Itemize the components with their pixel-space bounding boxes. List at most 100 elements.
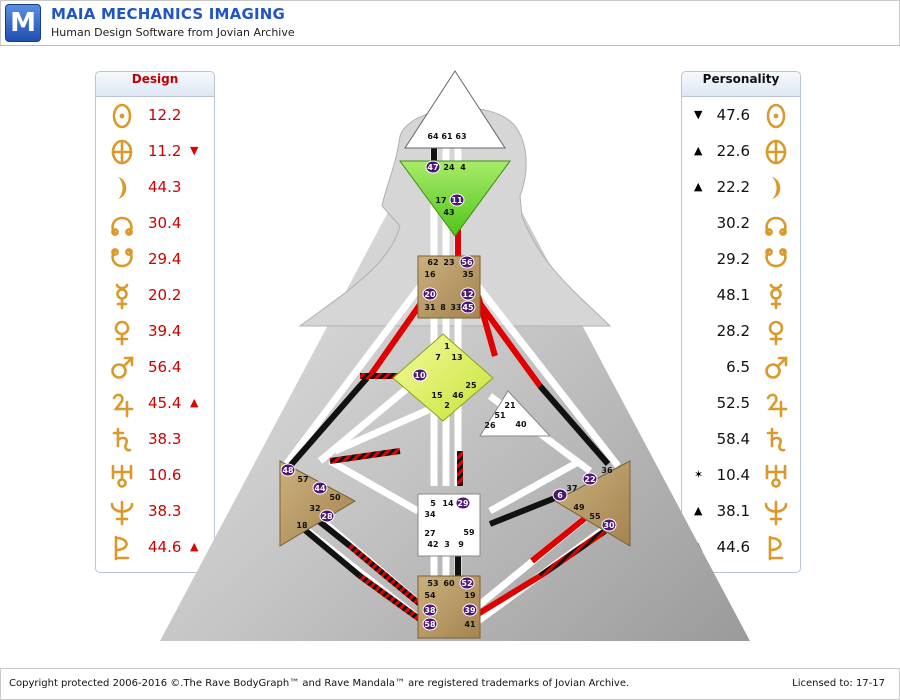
- gate-58[interactable]: 58: [422, 617, 438, 631]
- gate-63[interactable]: 63: [455, 132, 466, 141]
- gate-51[interactable]: 51: [494, 411, 506, 420]
- gate-52[interactable]: 52: [459, 576, 475, 590]
- fixing-mark: ▲: [694, 144, 703, 157]
- gate-16[interactable]: 16: [424, 270, 436, 279]
- gate-53[interactable]: 53: [427, 579, 438, 588]
- gate-line-value: 20.2: [148, 286, 182, 304]
- gate-48[interactable]: 48: [280, 463, 296, 477]
- gate-36[interactable]: 36: [601, 466, 613, 475]
- gate-46[interactable]: 46: [452, 391, 464, 400]
- gate-number: 32: [309, 504, 320, 513]
- gate-27[interactable]: 27: [424, 529, 435, 538]
- south-node-icon: [108, 246, 136, 274]
- g-center: [392, 333, 494, 422]
- gate-4[interactable]: 4: [460, 163, 466, 172]
- gate-59[interactable]: 59: [463, 528, 475, 537]
- gate-3[interactable]: 3: [444, 540, 450, 549]
- gate-line-value: 22.6: [716, 142, 750, 160]
- gate-20[interactable]: 20: [422, 287, 438, 301]
- gate-17[interactable]: 17: [435, 196, 446, 205]
- gate-19[interactable]: 19: [464, 591, 476, 600]
- gate-41[interactable]: 41: [464, 620, 476, 629]
- gate-line-value: 38.3: [148, 430, 182, 448]
- gate-number: 1: [444, 342, 450, 351]
- gate-49[interactable]: 49: [573, 503, 585, 512]
- gate-47[interactable]: 47: [425, 160, 441, 174]
- gate-18[interactable]: 18: [296, 521, 308, 530]
- planet-row: 30.4: [96, 206, 214, 242]
- gate-26[interactable]: 26: [484, 421, 496, 430]
- gate-42[interactable]: 42: [427, 540, 438, 549]
- gate-number: 28: [321, 512, 333, 521]
- gate-35[interactable]: 35: [462, 270, 474, 279]
- venus-icon: [762, 318, 790, 346]
- planet-row: 11.2▼: [96, 134, 214, 170]
- north-node-icon: [108, 210, 136, 238]
- gate-57[interactable]: 57: [297, 475, 308, 484]
- gate-23[interactable]: 23: [443, 258, 454, 267]
- planet-row: 28.2: [682, 314, 800, 350]
- gate-11[interactable]: 11: [449, 193, 465, 207]
- saturn-icon: [108, 426, 136, 454]
- gate-24[interactable]: 24: [443, 163, 455, 172]
- gate-50[interactable]: 50: [329, 493, 341, 502]
- gate-44[interactable]: 44: [312, 481, 328, 495]
- uranus-icon: [762, 462, 790, 490]
- gate-number: 13: [451, 353, 462, 362]
- gate-9[interactable]: 9: [458, 540, 464, 549]
- gate-40[interactable]: 40: [515, 420, 527, 429]
- planet-row: 29.2: [682, 242, 800, 278]
- gate-60[interactable]: 60: [443, 579, 455, 588]
- gate-10[interactable]: 10: [412, 368, 428, 382]
- gate-55[interactable]: 55: [589, 512, 601, 521]
- moon-icon: [108, 174, 136, 202]
- mars-icon: [762, 354, 790, 382]
- gate-5[interactable]: 5: [430, 499, 436, 508]
- gate-34[interactable]: 34: [424, 510, 436, 519]
- gate-line-value: 56.4: [148, 358, 182, 376]
- gate-32[interactable]: 32: [309, 504, 320, 513]
- gate-line-value: 38.1: [716, 502, 750, 520]
- gate-number: 42: [427, 540, 438, 549]
- planet-row: 52.5: [682, 386, 800, 422]
- gate-1[interactable]: 1: [444, 342, 450, 351]
- gate-15[interactable]: 15: [431, 391, 443, 400]
- gate-14[interactable]: 14: [442, 499, 454, 508]
- gate-61[interactable]: 61: [441, 132, 453, 141]
- gate-39[interactable]: 39: [462, 603, 478, 617]
- gate-number: 15: [431, 391, 443, 400]
- gate-31[interactable]: 31: [424, 303, 436, 312]
- gate-62[interactable]: 62: [427, 258, 438, 267]
- gate-38[interactable]: 38: [422, 603, 438, 617]
- planet-row: 48.1: [682, 278, 800, 314]
- gate-12[interactable]: 12: [460, 287, 476, 301]
- gate-6[interactable]: 6: [552, 488, 568, 502]
- gate-28[interactable]: 28: [319, 509, 335, 523]
- gate-13[interactable]: 13: [451, 353, 462, 362]
- gate-25[interactable]: 25: [465, 381, 477, 390]
- gate-2[interactable]: 2: [444, 401, 450, 410]
- gate-line-value: 6.5: [726, 358, 750, 376]
- gate-45[interactable]: 45: [460, 300, 476, 314]
- gate-7[interactable]: 7: [435, 353, 441, 362]
- gate-33[interactable]: 33: [450, 303, 461, 312]
- gate-43[interactable]: 43: [443, 208, 454, 217]
- gate-number: 24: [443, 163, 455, 172]
- gate-number: 57: [297, 475, 308, 484]
- gate-54[interactable]: 54: [424, 591, 436, 600]
- gate-8[interactable]: 8: [440, 303, 446, 312]
- gate-56[interactable]: 56: [459, 255, 475, 269]
- gate-64[interactable]: 64: [427, 132, 439, 141]
- gate-22[interactable]: 22: [582, 472, 598, 486]
- gate-number: 64: [427, 132, 439, 141]
- gate-number: 17: [435, 196, 446, 205]
- gate-number: 58: [424, 620, 436, 629]
- gate-37[interactable]: 37: [566, 484, 577, 493]
- gate-29[interactable]: 29: [455, 496, 471, 510]
- mars-icon: [108, 354, 136, 382]
- gate-21[interactable]: 21: [504, 401, 516, 410]
- gate-30[interactable]: 30: [601, 518, 617, 532]
- gate-number: 55: [589, 512, 601, 521]
- gate-number: 23: [443, 258, 454, 267]
